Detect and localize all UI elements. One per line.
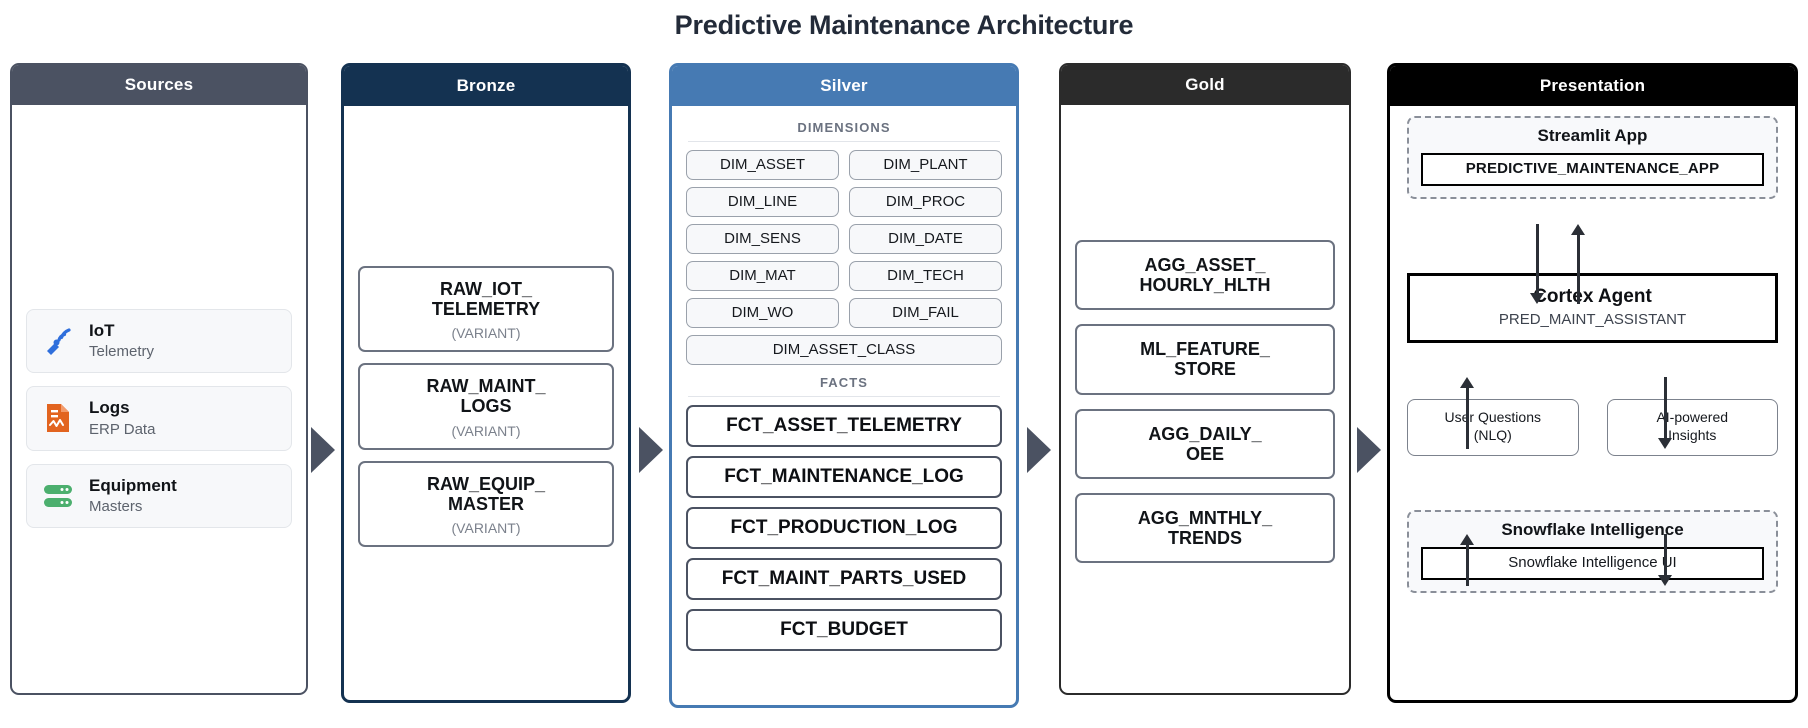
streamlit-app-title: Streamlit App [1537,126,1648,145]
fact-card[interactable]: FCT_MAINTENANCE_LOG [686,456,1002,498]
section-label-dimensions: DIMENSIONS [797,120,891,135]
dimension-pill[interactable]: DIM_DATE [849,224,1002,254]
column-header-sources: Sources [12,65,306,105]
cortex-agent-subtitle: PRED_MAINT_ASSISTANT [1498,311,1687,328]
arrow-app-to-agent [1530,224,1544,304]
fact-card[interactable]: FCT_ASSET_TELEMETRY [686,405,1002,447]
fact-card[interactable]: FCT_MAINT_PARTS_USED [686,558,1002,600]
arrow-questions-to-agent [1460,377,1474,449]
spacer [358,116,614,266]
spacer [26,115,292,309]
fact-card[interactable]: FCT_PRODUCTION_LOG [686,507,1002,549]
streamlit-app-group: Streamlit App PREDICTIVE_MAINTENANCE_APP [1407,116,1778,199]
column-header-gold: Gold [1061,65,1349,105]
dimension-pill[interactable]: DIM_PROC [849,187,1002,217]
presentation-leaf-row: User Questions (NLQ) AI-powered Insights [1407,399,1778,456]
section-label-facts: FACTS [819,375,869,390]
column-header-bronze: Bronze [344,66,628,106]
source-text: Logs ERP Data [89,398,155,438]
source-text: Equipment Masters [89,476,177,516]
source-title: IoT [89,320,115,340]
dimension-pill[interactable]: DIM_LINE [686,187,839,217]
source-title: Logs [89,398,130,418]
table-name: RAW_IOT_ TELEMETRY [431,279,541,320]
source-subtitle: Masters [89,498,143,515]
dimension-pill[interactable]: DIM_ASSET [686,150,839,180]
fact-card[interactable]: FCT_BUDGET [686,609,1002,651]
dimension-pill[interactable]: DIM_FAIL [849,298,1002,328]
spacer [1075,115,1335,240]
leaf-user-questions[interactable]: User Questions (NLQ) [1407,399,1579,456]
flow-arrow-sources-to-bronze [311,427,335,473]
column-sources: Sources IoT Telemetry [10,63,308,695]
column-presentation: Presentation Streamlit App PREDICTIVE_MA… [1387,63,1798,703]
spacer [1407,199,1778,273]
source-title: Equipment [89,475,177,495]
spacer [26,541,292,681]
page-title: Predictive Maintenance Architecture [674,10,1134,40]
column-bronze: Bronze RAW_IOT_ TELEMETRY (VARIANT) RAW_… [341,63,631,703]
column-header-silver: Silver [672,66,1016,106]
dimension-pill[interactable]: DIM_TECH [849,261,1002,291]
document-log-icon [41,401,75,435]
arrow-insights-to-si [1658,534,1672,586]
dimension-pill[interactable]: DIM_SENS [686,224,839,254]
arrow-agent-to-insights [1658,377,1672,449]
table-card[interactable]: ML_FEATURE_ STORE [1075,324,1335,395]
column-header-presentation: Presentation [1390,66,1795,106]
streamlit-app-name: PREDICTIVE_MAINTENANCE_APP [1465,160,1720,177]
dimension-pill[interactable]: DIM_MAT [686,261,839,291]
table-card[interactable]: AGG_ASSET_ HOURLY_HLTH [1075,240,1335,311]
cortex-agent-box[interactable]: Cortex Agent PRED_MAINT_ASSISTANT [1407,273,1778,343]
column-gold: Gold AGG_ASSET_ HOURLY_HLTH ML_FEATURE_ … [1059,63,1351,695]
table-card[interactable]: RAW_IOT_ TELEMETRY (VARIANT) [358,266,614,353]
arrow-agent-to-app [1571,224,1585,304]
source-subtitle: ERP Data [89,420,156,438]
table-card[interactable]: AGG_MNTHLY_ TRENDS [1075,492,1335,564]
leaf-ai-insights[interactable]: AI-powered Insights [1606,399,1778,456]
streamlit-app-name-box[interactable]: PREDICTIVE_MAINTENANCE_APP [1421,153,1764,186]
source-card-equipment[interactable]: Equipment Masters [26,463,292,528]
server-database-icon [41,479,75,513]
dimension-pill[interactable]: DIM_PLANT [849,150,1002,180]
table-card[interactable]: AGG_DAILY_ OEE [1075,408,1335,479]
dimension-pill-asset-class[interactable]: DIM_ASSET_CLASS [686,335,1002,365]
table-type: (VARIANT) [451,325,521,342]
flow-arrow-bronze-to-silver [639,427,663,473]
column-silver: Silver DIMENSIONS DIM_ASSET DIM_PLANT DI… [669,63,1019,708]
cortex-agent-title: Cortex Agent [1533,286,1652,307]
snowflake-intelligence-ui-label: Snowflake Intelligence UI [1508,553,1677,571]
table-type: (VARIANT) [451,422,521,439]
columns-container: Sources IoT Telemetry [0,63,1808,708]
table-name: ML_FEATURE_ STORE [1140,339,1270,380]
table-card[interactable]: RAW_EQUIP_ MASTER (VARIANT) [358,460,614,547]
flow-arrow-gold-to-presentation [1357,427,1381,473]
source-subtitle: Telemetry [89,343,155,361]
table-name: AGG_ASSET_ HOURLY_HLTH [1139,255,1271,296]
snowflake-intelligence-title: Snowflake Intelligence [1501,519,1684,539]
satellite-signal-icon [41,324,75,358]
divider [688,141,1000,142]
flow-arrow-silver-to-gold [1027,427,1051,473]
table-card[interactable]: RAW_MAINT_ LOGS (VARIANT) [358,363,614,450]
table-type: (VARIANT) [451,519,521,536]
source-card-iot[interactable]: IoT Telemetry [26,308,292,374]
source-card-logs[interactable]: Logs ERP Data [26,386,292,451]
table-name: AGG_MNTHLY_ TRENDS [1137,507,1273,549]
table-name: RAW_EQUIP_ MASTER [426,473,546,514]
source-text: IoT Telemetry [89,321,154,361]
spacer [1407,456,1778,510]
divider [688,396,1000,397]
table-name: RAW_MAINT_ LOGS [426,376,546,417]
dimensions-grid: DIM_ASSET DIM_PLANT DIM_LINE DIM_PROC DI… [686,150,1002,365]
snowflake-intelligence-ui-box[interactable]: Snowflake Intelligence UI [1421,546,1764,580]
arrow-si-to-questions [1460,534,1474,586]
facts-list: FCT_ASSET_TELEMETRY FCT_MAINTENANCE_LOG … [686,405,1002,660]
dimension-pill[interactable]: DIM_WO [686,298,839,328]
table-name: AGG_DAILY_ OEE [1148,423,1262,464]
